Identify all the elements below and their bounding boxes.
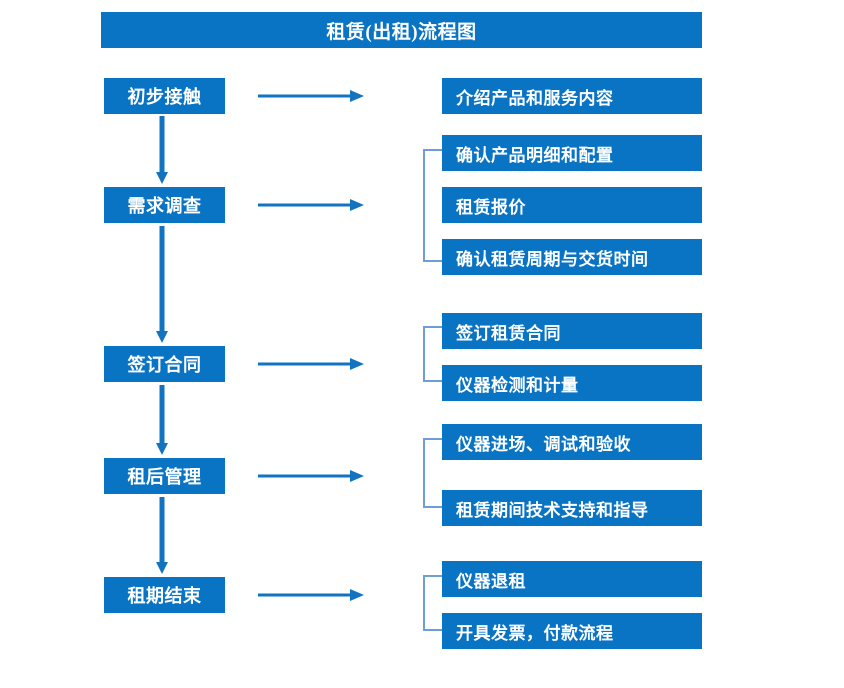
arrow-right-需求调查 (258, 198, 364, 212)
detail-box-仪器退租[interactable]: 仪器退租 (442, 561, 702, 597)
arrow-down-租后管理-to-租期结束 (155, 497, 169, 574)
page-title: 租赁(出租)流程图 (101, 12, 702, 48)
detail-box-开具发票付款流程[interactable]: 开具发票，付款流程 (442, 613, 702, 649)
bracket-group-需求调查 (423, 149, 442, 262)
detail-box-介绍产品和服务内容[interactable]: 介绍产品和服务内容 (442, 78, 702, 114)
detail-box-签订租赁合同[interactable]: 签订租赁合同 (442, 313, 702, 349)
arrow-right-签订合同 (258, 357, 364, 371)
stage-box-租后管理[interactable]: 租后管理 (104, 458, 225, 494)
arrow-right-初步接触 (258, 89, 364, 103)
detail-box-仪器进场调试和验收[interactable]: 仪器进场、调试和验收 (442, 424, 702, 460)
detail-box-仪器检测和计量[interactable]: 仪器检测和计量 (442, 365, 702, 401)
detail-box-确认产品明细和配置[interactable]: 确认产品明细和配置 (442, 135, 702, 171)
arrow-down-需求调查-to-签订合同 (155, 226, 169, 343)
stage-box-租期结束[interactable]: 租期结束 (104, 577, 225, 613)
stage-box-需求调查[interactable]: 需求调查 (104, 187, 225, 223)
arrow-right-租后管理 (258, 469, 364, 483)
detail-box-确认租赁周期与交货时间[interactable]: 确认租赁周期与交货时间 (442, 239, 702, 275)
arrow-right-租期结束 (258, 588, 364, 602)
bracket-group-租期结束 (423, 575, 442, 631)
bracket-group-签订合同 (423, 326, 442, 382)
detail-box-租赁期间技术支持和指导[interactable]: 租赁期间技术支持和指导 (442, 490, 702, 526)
stage-box-初步接触[interactable]: 初步接触 (104, 78, 225, 114)
bracket-group-租后管理 (423, 438, 442, 508)
detail-box-租赁报价[interactable]: 租赁报价 (442, 187, 702, 223)
stage-box-签订合同[interactable]: 签订合同 (104, 346, 225, 382)
arrow-down-签订合同-to-租后管理 (155, 385, 169, 455)
arrow-down-初步接触-to-需求调查 (155, 116, 169, 184)
